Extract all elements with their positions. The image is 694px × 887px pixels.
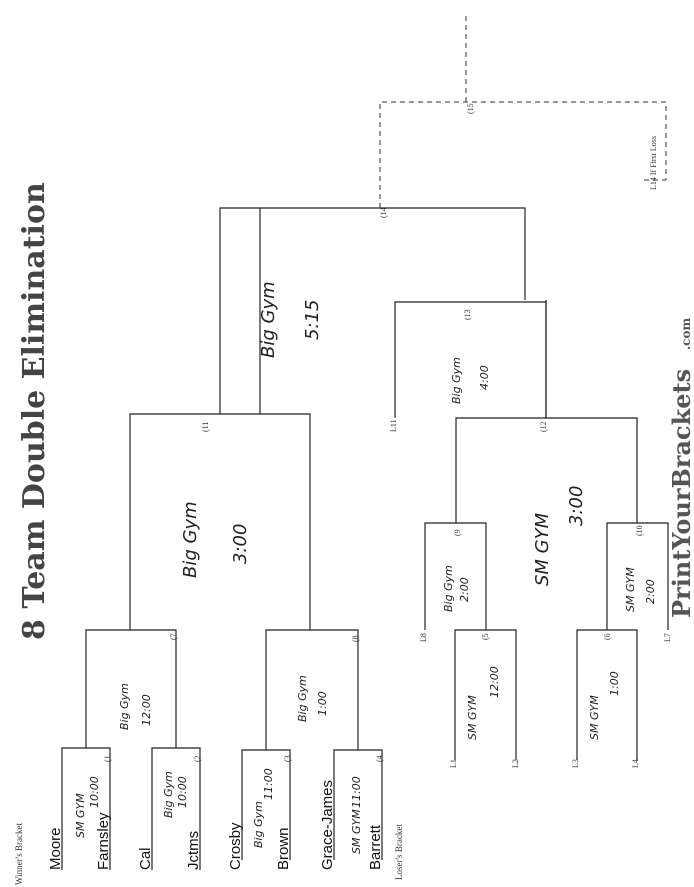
game2-place: Big Gym — [162, 771, 175, 818]
brand-logo: PrintYourBrackets .com — [667, 318, 694, 618]
team-list: Moore Farnsley Cal Jctms Crosby Brown Gr… — [47, 780, 384, 870]
game10-time: 2:00 — [644, 579, 657, 604]
game-number: (5 — [481, 633, 490, 640]
team-name: Cal — [137, 847, 154, 870]
game1-time: 10:00 — [88, 776, 101, 808]
game14-time: 5:15 — [302, 300, 323, 340]
team-name: Jctms — [185, 831, 202, 870]
handwritten-schedule: SM GYM 10:00 Big Gym 10:00 Big Gym 11:00… — [74, 281, 657, 854]
game8-place: Big Gym — [296, 675, 309, 722]
game-number: (10 — [635, 525, 644, 536]
losers-bracket-label: Loser's Bracket — [394, 824, 404, 880]
game6-place: SM GYM — [588, 695, 601, 740]
losers-bracket-lines — [394, 300, 669, 760]
winners-bracket-label: Winner's Bracket — [14, 823, 24, 885]
game11-time: 3:00 — [230, 524, 251, 564]
game-number: (6 — [603, 633, 612, 640]
loser-slot-labels: L1 L2 L3 L4 L8 L7 L11 — [389, 419, 672, 768]
game5-time: 12:00 — [488, 666, 501, 698]
game3-place: Big Gym — [252, 801, 265, 848]
game4-place: SM GYM — [350, 809, 363, 854]
game-number: (4 — [375, 755, 384, 762]
brand-name: PrintYourBrackets — [667, 369, 694, 618]
brand-suffix: .com — [679, 318, 693, 350]
game8-time: 1:00 — [316, 691, 329, 716]
team-name: Crosby — [227, 822, 244, 870]
loser-slot: L8 — [419, 633, 428, 642]
game-number: (1 — [103, 755, 112, 762]
game-number: (11 — [201, 422, 210, 432]
team-name: Moore — [47, 827, 64, 870]
game11-place: Big Gym — [180, 501, 201, 578]
game-number: (12 — [539, 421, 548, 432]
team-name: Barrett — [367, 824, 384, 870]
loser-slot: L3 — [571, 759, 580, 768]
game-number: (7 — [169, 633, 178, 640]
game-numbers: (1 (2 (3 (4 (7 (8 (11 (14 (15 (5 (6 (9 (… — [103, 103, 644, 762]
game-number: (15 — [466, 103, 475, 114]
game9-place: Big Gym — [442, 565, 455, 612]
loser-slot: L4 — [631, 759, 640, 768]
game2-time: 10:00 — [176, 776, 189, 808]
game-number: (14 — [379, 207, 388, 218]
team-name: Grace-James — [319, 780, 336, 870]
loser-slot: L2 — [511, 759, 520, 768]
game4-time: 11:00 — [350, 776, 363, 808]
winners-bracket-lines — [61, 12, 667, 870]
game-number: (2 — [193, 755, 202, 762]
game3-time: 11:00 — [262, 768, 275, 800]
game7-time: 12:00 — [140, 694, 153, 726]
game-number: (8 — [351, 635, 360, 642]
game7-place: Big Gym — [118, 683, 131, 730]
loser-slot: L1 — [449, 759, 458, 768]
page-title: 8 Team Double Elimination — [17, 182, 52, 640]
game-number: (9 — [453, 529, 462, 536]
loser-slot: L7 — [663, 633, 672, 642]
game14-place: Big Gym — [258, 281, 279, 358]
game-number: (3 — [283, 755, 292, 762]
loser-slot: L11 — [389, 419, 398, 432]
game13-time: 4:00 — [478, 365, 491, 390]
game13-place: Big Gym — [450, 357, 463, 404]
game12-place: SM GYM — [532, 512, 553, 586]
game5-place: SM GYM — [466, 695, 479, 740]
game1-place: SM GYM — [74, 793, 87, 838]
if-first-loss-note: L14 If First Loss — [649, 136, 658, 190]
team-name: Brown — [275, 827, 292, 870]
game-number: (13 — [463, 309, 472, 320]
game10-place: SM GYM — [624, 567, 637, 612]
game9-time: 2:00 — [458, 577, 471, 602]
team-name: Farnsley — [95, 812, 112, 870]
game6-time: 1:00 — [608, 671, 621, 696]
game12-time: 3:00 — [566, 486, 587, 526]
